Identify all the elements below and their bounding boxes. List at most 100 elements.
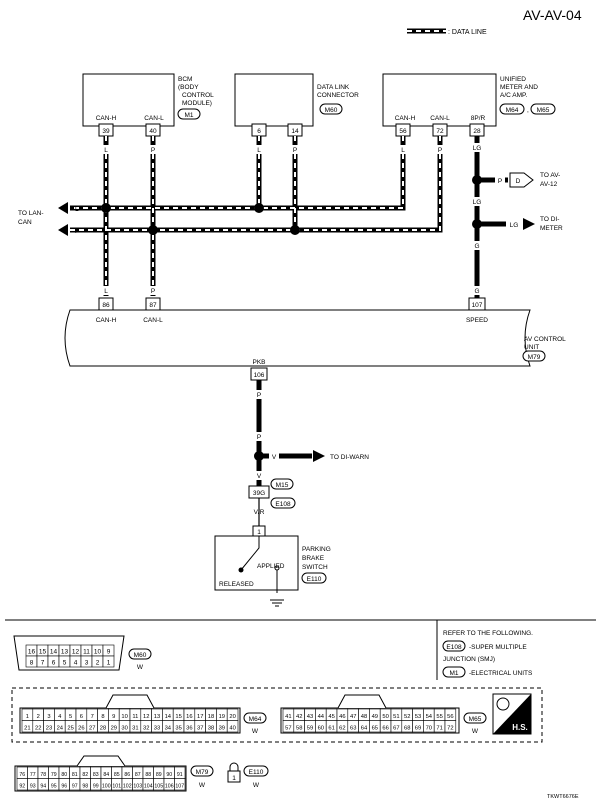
wire-color: P — [498, 178, 502, 185]
connector-pin-number: 107 — [175, 784, 184, 790]
connector-pin-number: 31 — [132, 726, 138, 732]
connector-id: M79 — [196, 769, 209, 776]
connector-pin-number: 37 — [197, 726, 203, 732]
connector-pin-number: 69 — [415, 726, 421, 732]
switch-state: RELEASED — [219, 581, 254, 588]
connector-color: W — [137, 664, 144, 671]
connector-pin-number: 40 — [229, 726, 235, 732]
connector-pin-number: 13 — [61, 649, 69, 656]
av-unit-name: UNIT — [524, 344, 539, 351]
connector-pin-number: 100 — [102, 784, 111, 790]
connector-pin-number: 62 — [339, 726, 345, 732]
connector-pin-number: 23 — [46, 726, 52, 732]
connector-pin-number: 3 — [85, 660, 89, 667]
connector-pin-number: 8 — [101, 714, 104, 720]
meter-pin-signal: CAN-L — [430, 115, 450, 122]
branch-dest: AV-12 — [540, 181, 558, 188]
dlc-name-line: CONNECTOR — [317, 92, 359, 99]
connector-pin-number: 84 — [103, 772, 109, 778]
connector-pin-number: 10 — [121, 714, 127, 720]
connector-color: W — [253, 782, 260, 789]
to-lan-label: CAN — [18, 219, 32, 226]
connector-pin-number: 44 — [318, 714, 325, 720]
connector-pin-number: 83 — [93, 772, 99, 778]
connector-pin-number: 19 — [219, 714, 225, 720]
connector-pin-number: 93 — [30, 784, 36, 790]
connector-pin-number: 12 — [72, 649, 80, 656]
bcm-pin-signal: CAN-L — [144, 115, 164, 122]
unified-meter-unit: UNIFIED METER AND A/C AMP. M64 , M65 CAN… — [382, 73, 556, 127]
switch-name: BRAKE — [302, 555, 325, 562]
wire-color: LG — [510, 222, 519, 229]
connector-pin-number: 78 — [40, 772, 46, 778]
connector-pin-number: 85 — [114, 772, 120, 778]
connector-pin-number: 2 — [37, 714, 40, 720]
av-pin: 106 — [254, 372, 265, 379]
connector-pin-number: 99 — [93, 784, 99, 790]
connector-pin-number: 3 — [47, 714, 50, 720]
connector-pin-number: 9 — [112, 714, 115, 720]
wire-color: P — [257, 434, 261, 441]
wire-color: V/R — [254, 509, 265, 516]
connector-pin-number: 34 — [165, 726, 172, 732]
connector-pin-number: 13 — [154, 714, 160, 720]
bcm-name-line: (BODY — [178, 84, 199, 91]
av-pin: 87 — [149, 302, 157, 309]
hs-badge: H.S. — [492, 693, 532, 735]
connector-pin-number: 47 — [350, 714, 356, 720]
connector-pin-number: 72 — [447, 726, 453, 732]
connector-pin-number: 24 — [57, 726, 64, 732]
connector-pin-number: 4 — [58, 714, 62, 720]
connector-pin-number: 16 — [186, 714, 192, 720]
connector-pin-number: 43 — [307, 714, 313, 720]
parking-brake-switch: 1 APPLIED RELEASED PARKING BRAKE SWITCH … — [214, 525, 331, 607]
connector-pin-number: 50 — [382, 714, 388, 720]
connector-cavity — [226, 720, 239, 733]
connector-pin-number: 6 — [52, 660, 56, 667]
hs-label: H.S. — [512, 723, 528, 732]
wire-color: G — [474, 243, 479, 250]
connector-pin-number: 7 — [41, 660, 45, 667]
connector-pin-number: 88 — [145, 772, 151, 778]
wire-color: P — [257, 392, 261, 399]
meter-pin: 56 — [399, 128, 407, 135]
bcm-name-line: BCM — [178, 76, 192, 83]
meter-name-line: UNIFIED — [500, 76, 526, 83]
e110-connector-face: 1 E110 W — [227, 762, 269, 789]
connector-pin-number: 14 — [50, 649, 58, 656]
connector-pin-number: 95 — [51, 784, 57, 790]
connector-pin-number: 55 — [436, 714, 442, 720]
joint-pin: 39G — [253, 490, 265, 497]
branch-dest: TO AV- — [540, 172, 560, 179]
connector-pin-number: 82 — [82, 772, 88, 778]
connector-panel — [5, 619, 596, 680]
to-lan-label: TO LAN- — [18, 210, 44, 217]
dlc-pin: 6 — [257, 128, 261, 135]
connector-pin-number: 103 — [133, 784, 142, 790]
joint-connector-39g: 39G M15 E108 V/R — [248, 478, 296, 526]
connector-cavity — [102, 655, 115, 668]
wire-color: P — [75, 228, 79, 235]
wire-color: L — [75, 206, 79, 213]
reference-text: -SUPER MULTIPLE — [469, 644, 527, 651]
connector-pin-number: 51 — [393, 714, 399, 720]
switch-ref: E110 — [307, 576, 322, 583]
meter-pin-signal: CAN-H — [395, 115, 416, 122]
av-control-unit: AV CONTROL UNIT M79 86 87 107 CAN-H CAN-… — [64, 297, 566, 381]
connector-pin-number: 36 — [186, 726, 192, 732]
connector-pin-number: 46 — [339, 714, 345, 720]
connector-pin-number: 26 — [78, 726, 84, 732]
connector-pin-number: 20 — [229, 714, 235, 720]
wire-color: P — [438, 147, 442, 154]
reference-text: JUNCTION (SMJ) — [443, 656, 495, 663]
connector-pin-number: 71 — [436, 726, 442, 732]
connector-id: E110 — [249, 769, 264, 776]
connector-pin-number: 86 — [124, 772, 130, 778]
wire-color: L — [401, 147, 405, 154]
connector-pin-number: 102 — [123, 784, 132, 790]
connector-pin-number: 61 — [328, 726, 334, 732]
av-unit-name: AV CONTROL — [524, 336, 566, 343]
connector-pin: 1 — [232, 775, 236, 782]
